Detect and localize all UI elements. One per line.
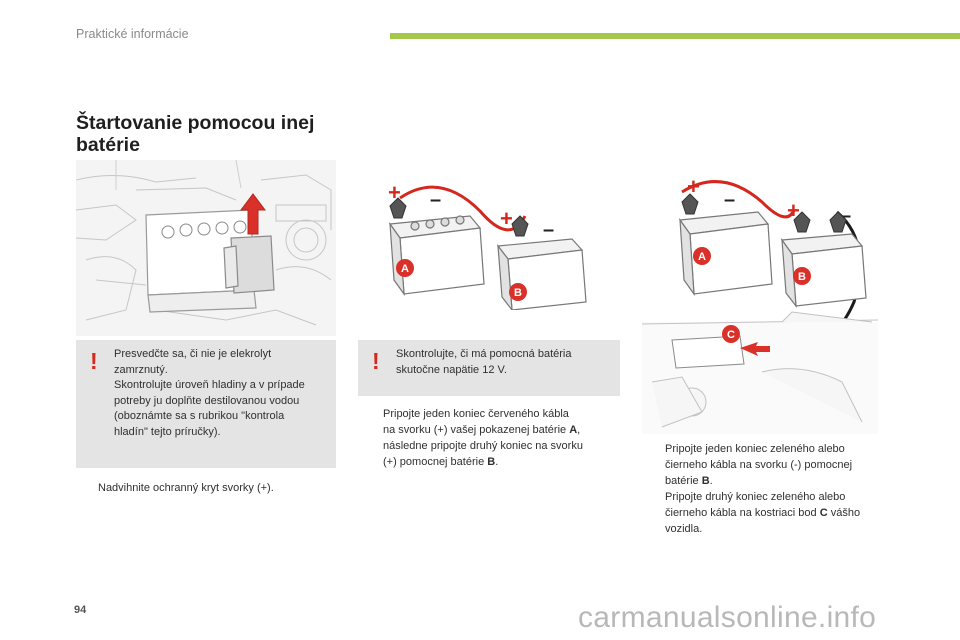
step-connect-red-cable: Pripojte jeden koniec červeného kábla na… (361, 406, 583, 470)
battery-b-badge (793, 267, 811, 285)
step-text: vozidla. (665, 523, 703, 535)
black-cable-figure: + – + – A B C (642, 174, 878, 434)
step-text: čierneho kábla na svorku (-) pomocnej (665, 459, 853, 471)
warning-line: hladín" tejto príručky). (114, 425, 221, 438)
step-text: čierneho kábla na kostriaci bod C vášho (665, 507, 861, 519)
section-title-line-1: Štartovanie pomocou inej (76, 112, 315, 134)
step-text: Pripojte jeden koniec červeného kábla (383, 408, 569, 420)
watermark: carmanualsonline.info (578, 601, 877, 634)
battery-b-badge (509, 283, 527, 301)
ground-point-label: C (727, 329, 735, 341)
warning-icon: ! (90, 348, 98, 374)
warning-icon: ! (372, 348, 380, 374)
warning-line: Skontrolujte, či má pomocná batéria (396, 348, 572, 360)
warning-line: Presvedčte sa, či nie je elekrolyt (114, 348, 272, 360)
step-connect-black-cable-b: Pripojte jeden koniec zeleného alebo čie… (643, 441, 852, 489)
header-accent-bar (390, 33, 960, 39)
warning-line: zamrznutý. (114, 363, 168, 376)
engine-bay-figure (76, 160, 336, 336)
warning-box-electrolyte: ! Presvedčte sa, či nie je elekrolyt zam… (76, 340, 336, 468)
step-text: následne pripojte druhý koniec na svorku (383, 440, 583, 452)
step-text: Pripojte druhý koniec zeleného alebo (665, 491, 846, 503)
step-text: Pripojte jeden koniec zeleného alebo (665, 443, 845, 455)
battery-a-label: A (698, 251, 706, 263)
battery-a-badge (396, 259, 414, 277)
battery-a-minus-sign: – (430, 189, 441, 211)
battery-b-label: B (798, 271, 806, 283)
step-text: Nadvihnite ochranný kryt svorky (+). (98, 482, 274, 494)
battery-b-minus-sign: – (543, 219, 554, 241)
warning-line: potreby ju doplňte destilovanou vodou (114, 394, 300, 407)
battery-a-label: A (401, 263, 409, 275)
ground-point-badge (722, 325, 740, 343)
battery-b-plus-sign: + (500, 206, 513, 231)
warning-line: Skontrolujte úroveň hladiny a v prípade (114, 379, 305, 391)
battery-a-badge (693, 247, 711, 265)
battery-b-label: B (514, 287, 522, 299)
page-number: 94 (74, 604, 87, 616)
warning-box-voltage: ! Skontrolujte, či má pomocná batéria sk… (358, 340, 620, 396)
step-text: (+) pomocnej batérie B. (383, 456, 499, 468)
battery-a-plus-sign: + (687, 174, 700, 199)
warning-line: skutočne napätie 12 V. (396, 363, 507, 376)
step-text: na svorku (+) vašej pokazenej batérie A, (383, 424, 581, 436)
battery-a-minus-sign: – (724, 189, 735, 211)
step-connect-black-cable-ground: Pripojte druhý koniec zeleného alebo čie… (643, 489, 860, 537)
step-lift-cover: Nadvihnite ochranný kryt svorky (+). (76, 480, 274, 496)
section-title: Štartovanie pomocou inej batérie (76, 112, 336, 156)
step-text: batérie B. (665, 475, 713, 487)
red-cable-figure: + – + – A B (388, 180, 587, 310)
battery-b-minus-sign: – (840, 205, 851, 227)
header-title: Praktické informácie (76, 27, 189, 41)
section-title-line-2: batérie (76, 134, 140, 156)
warning-line: (oboznámte sa s rubrikou "kontrola (114, 410, 285, 422)
